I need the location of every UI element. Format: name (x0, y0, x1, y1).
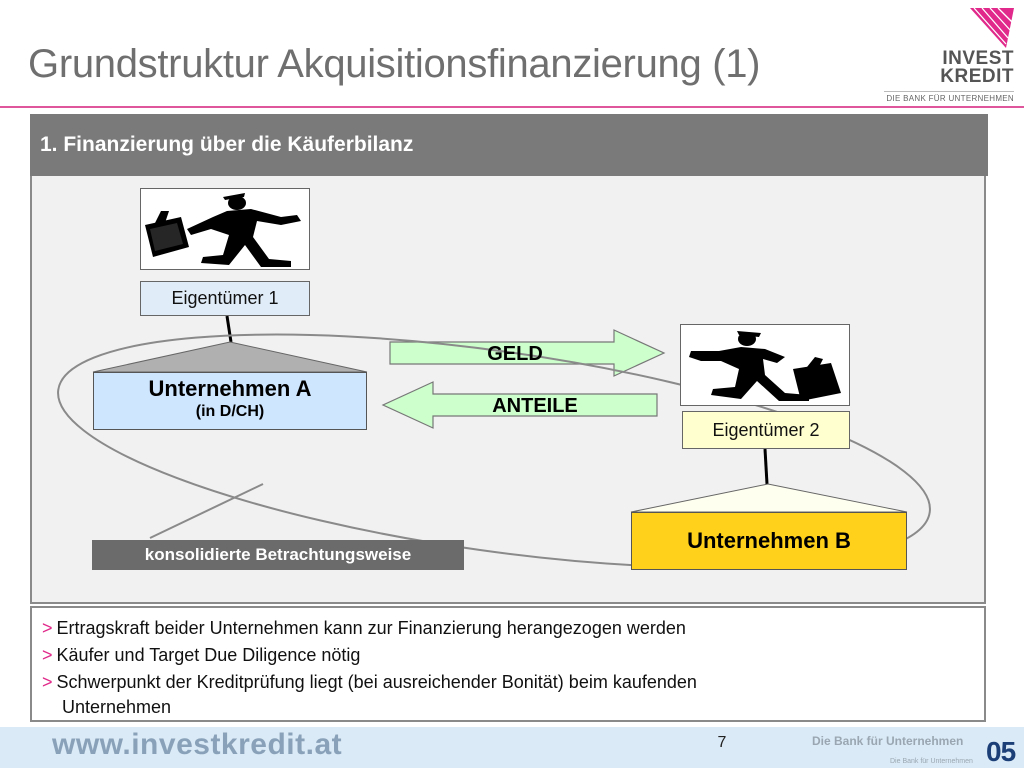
owner2-picture (680, 324, 850, 406)
company-b-roof (630, 483, 908, 513)
owner1-picture (140, 188, 310, 270)
section-title: 1. Finanzierung über die Käuferbilanz (40, 133, 414, 156)
logo-divider (884, 91, 1014, 92)
bullet-marker: > (42, 618, 53, 638)
page-title: Grundstruktur Akquisitionsfinanzierung (… (28, 42, 761, 86)
money-arrow (389, 329, 666, 377)
bullet-text: Schwerpunkt der Kreditprüfung liegt (bei… (56, 672, 697, 692)
shares-arrow-label: ANTEILE (492, 395, 578, 417)
section-header: 1. Finanzierung über die Käuferbilanz (30, 114, 988, 176)
company-b-box: Unternehmen B (631, 512, 907, 570)
page-number: 7 (717, 734, 727, 751)
bullet-text: Ertragskraft beider Unternehmen kann zur… (56, 618, 686, 638)
logo-tagline: DIE BANK FÜR UNTERNEHMEN (886, 94, 1014, 103)
footer-tagline-small: Die Bank für Unternehmen (890, 758, 973, 765)
footer-website-link[interactable]: www.investkredit.at (52, 728, 343, 761)
bullet-item: >Schwerpunkt der Kreditprüfung liegt (be… (42, 671, 697, 693)
footer-band (0, 727, 1024, 768)
logo-line-kredit: KREDIT (940, 66, 1014, 87)
bullet-marker: > (42, 645, 53, 665)
company-b-name: Unternehmen B (687, 528, 851, 553)
consolidated-view-label: konsolidierte Betrachtungsweise (92, 540, 464, 570)
owner2-connector (763, 448, 769, 485)
investkredit-logo-mark-icon (970, 7, 1014, 48)
owner1-connector (225, 315, 233, 343)
bullet-item: >Ertragskraft beider Unternehmen kann zu… (42, 617, 686, 639)
money-arrow-label: GELD (487, 343, 543, 365)
bullet-marker: > (42, 672, 53, 692)
header-divider (0, 106, 1024, 108)
company-a-box: Unternehmen A (in D/CH) (93, 372, 367, 430)
shares-arrow (381, 381, 658, 429)
footer-tagline: Die Bank für Unternehmen (812, 734, 964, 748)
logo-line-invest: INVEST (942, 48, 1014, 69)
owner2-label: Eigentümer 2 (682, 411, 850, 449)
running-businessman-icon (145, 193, 301, 267)
owner1-label: Eigentümer 1 (140, 281, 310, 316)
consolidation-ellipse (57, 333, 931, 569)
bullet-text: Käufer und Target Due Diligence nötig (56, 645, 361, 665)
company-a-location: (in D/CH) (195, 403, 265, 420)
running-businessman-icon (689, 331, 841, 401)
year-badge: 05 (986, 736, 1016, 767)
bullet-item: >Käufer und Target Due Diligence nötig (42, 644, 360, 666)
key-points-panel: >Ertragskraft beider Unternehmen kann zu… (30, 606, 986, 722)
company-a-name: Unternehmen A (148, 376, 312, 401)
logo-wordmark: INVEST KREDIT (914, 48, 1014, 87)
bullet-continuation: Unternehmen (62, 697, 172, 717)
consolidation-pointer (149, 483, 264, 539)
